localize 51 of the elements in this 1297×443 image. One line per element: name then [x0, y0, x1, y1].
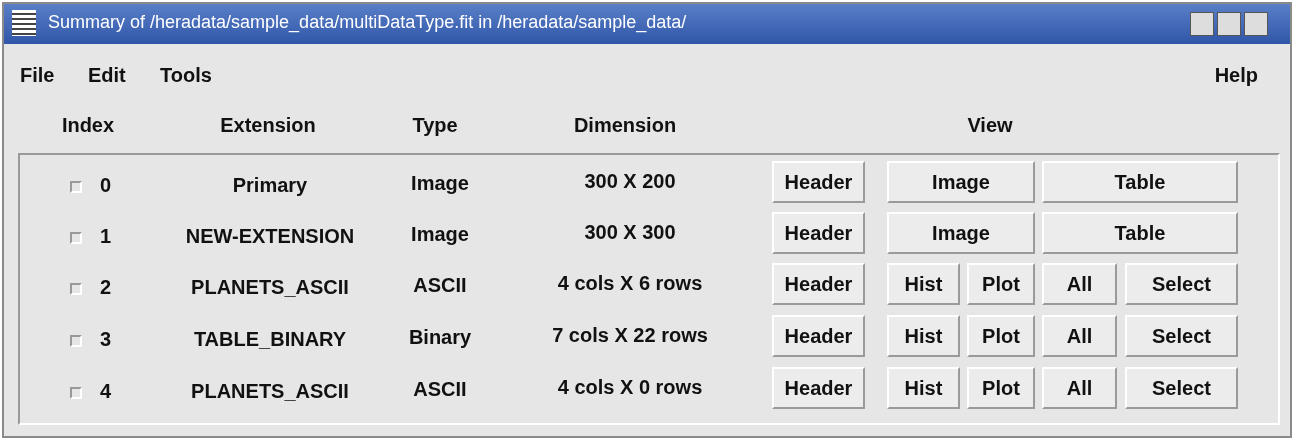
menu-item: Help: [1214, 63, 1258, 87]
extension-name: TABLE_BINARY: [193, 327, 347, 351]
column-header: Type: [412, 113, 458, 137]
menu-item: File: [20, 63, 55, 87]
all-button: All: [1042, 263, 1117, 305]
menu-item: Tools: [160, 63, 212, 87]
menu-item: Edit: [88, 63, 126, 87]
header-button: Header: [772, 367, 865, 409]
select-button: Select: [1125, 367, 1238, 409]
column-header: Extension: [220, 113, 316, 137]
hist-button: Hist: [887, 315, 960, 357]
hist-button: Hist: [887, 263, 960, 305]
index-number: 1: [100, 224, 112, 248]
column-header: Dimension: [573, 113, 677, 137]
column-header: View: [967, 113, 1013, 137]
extension-name: PLANETS_ASCII: [191, 379, 349, 403]
plot-button: Plot: [967, 315, 1035, 357]
extension-name: Primary: [232, 173, 308, 197]
dimension-text: 300 X 300: [584, 220, 676, 244]
index-number: 2: [100, 275, 112, 299]
select-button: Select: [1125, 315, 1238, 357]
header-button: Header: [772, 161, 865, 203]
header-button: Header: [772, 263, 865, 305]
dimension-text: 7 cols X 22 rows: [552, 323, 708, 347]
table-button: Table: [1042, 161, 1238, 203]
hist-button: Hist: [887, 367, 960, 409]
window-title: Summary of /heradata/sample_data/multiDataType.fit in /heradata/sample_data/: [48, 12, 687, 33]
all-button: All: [1042, 367, 1117, 409]
header-button: Header: [772, 315, 865, 357]
select-button: Select: [1125, 263, 1238, 305]
plot-button: Plot: [967, 367, 1035, 409]
extension-name: PLANETS_ASCII: [191, 275, 349, 299]
plot-button: Plot: [967, 263, 1035, 305]
type-text: ASCII: [413, 377, 467, 401]
type-text: Image: [411, 171, 469, 195]
image-button: Image: [887, 161, 1035, 203]
dimension-text: 300 X 200: [584, 169, 676, 193]
extension-name: NEW-EXTENSION: [185, 224, 355, 248]
image-button: Image: [887, 212, 1035, 254]
type-text: ASCII: [413, 273, 467, 297]
column-header: Index: [61, 113, 115, 137]
type-text: Image: [411, 222, 469, 246]
index-number: 0: [100, 173, 112, 197]
table-button: Table: [1042, 212, 1238, 254]
index-number: 4: [100, 379, 112, 403]
all-button: All: [1042, 315, 1117, 357]
dimension-text: 4 cols X 6 rows: [557, 271, 703, 295]
header-button: Header: [772, 212, 865, 254]
dimension-text: 4 cols X 0 rows: [557, 375, 703, 399]
index-number: 3: [100, 327, 112, 351]
type-text: Binary: [408, 325, 472, 349]
